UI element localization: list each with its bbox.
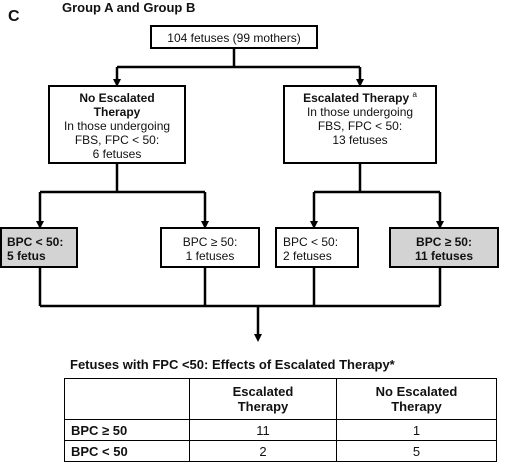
escalated-line3: 13 fetuses bbox=[332, 133, 388, 147]
no-escalated-title-line1: No Escalated bbox=[79, 91, 155, 105]
leaf-3-line1: BPC < 50: bbox=[283, 235, 339, 249]
leaf-4-line1: BPC ≥ 50: bbox=[416, 235, 472, 249]
leaf-box-4: BPC ≥ 50: 11 fetuses bbox=[389, 227, 499, 268]
table-corner-cell bbox=[64, 378, 190, 420]
table-header-no-escalated: No Escalated Therapy bbox=[336, 378, 497, 420]
table-row: BPC < 50 2 5 bbox=[64, 440, 497, 462]
header-no-escalated-line2: Therapy bbox=[391, 399, 442, 414]
header-escalated-line2: Therapy bbox=[237, 399, 289, 414]
escalated-title: Escalated Therapy bbox=[303, 91, 410, 105]
table-cell: 1 bbox=[336, 419, 497, 441]
no-escalated-title-line2: Therapy bbox=[93, 105, 141, 119]
table-title: Fetuses with FPC <50: Effects of Escalat… bbox=[70, 357, 395, 372]
root-box: 104 fetuses (99 mothers) bbox=[150, 25, 318, 49]
effects-table: Escalated Therapy No Escalated Therapy B… bbox=[64, 378, 497, 462]
leaf-1-line2: 5 fetus bbox=[7, 249, 46, 263]
leaf-2-line2: 1 fetuses bbox=[185, 249, 235, 263]
panel-letter: C bbox=[8, 8, 20, 25]
table-header-escalated: Escalated Therapy bbox=[189, 378, 337, 420]
escalated-line2: FBS, FPC < 50: bbox=[317, 119, 403, 133]
leaf-3-line2: 2 fetuses bbox=[283, 249, 332, 263]
leaf-box-2: BPC ≥ 50: 1 fetuses bbox=[160, 227, 260, 268]
table-cell: 11 bbox=[189, 419, 337, 441]
table-cell: 5 bbox=[336, 440, 497, 462]
escalated-line1: In those undergoing bbox=[306, 105, 414, 119]
leaf-box-1: BPC < 50: 5 fetus bbox=[0, 227, 78, 268]
no-escalated-box: No Escalated Therapy In those undergoing… bbox=[48, 85, 186, 164]
header-escalated-line1: Escalated bbox=[232, 384, 294, 399]
escalated-title-row: Escalated Therapy a bbox=[285, 90, 435, 106]
leaf-4-line2: 11 fetuses bbox=[414, 249, 474, 263]
leaf-2-line1: BPC ≥ 50: bbox=[182, 235, 238, 249]
table-row-label: BPC ≥ 50 bbox=[64, 419, 190, 441]
root-text: 104 fetuses (99 mothers) bbox=[167, 31, 301, 45]
table-cell: 2 bbox=[189, 440, 337, 462]
leaf-1-line1: BPC < 50: bbox=[7, 235, 64, 249]
no-escalated-line3: 6 fetuses bbox=[92, 147, 142, 161]
no-escalated-line1: In those undergoing bbox=[63, 119, 171, 133]
escalated-superscript: a bbox=[412, 90, 417, 99]
header-no-escalated-line1: No Escalated bbox=[375, 384, 458, 399]
group-title: Group A and Group B bbox=[62, 0, 196, 15]
escalated-box: Escalated Therapy a In those undergoing … bbox=[283, 85, 437, 164]
leaf-box-3: BPC < 50: 2 fetuses bbox=[275, 227, 359, 268]
no-escalated-line2: FBS, FPC < 50: bbox=[74, 133, 160, 147]
table-row-label: BPC < 50 bbox=[64, 440, 190, 462]
table-row: BPC ≥ 50 11 1 bbox=[64, 419, 497, 441]
table-header-row: Escalated Therapy No Escalated Therapy bbox=[64, 378, 497, 420]
